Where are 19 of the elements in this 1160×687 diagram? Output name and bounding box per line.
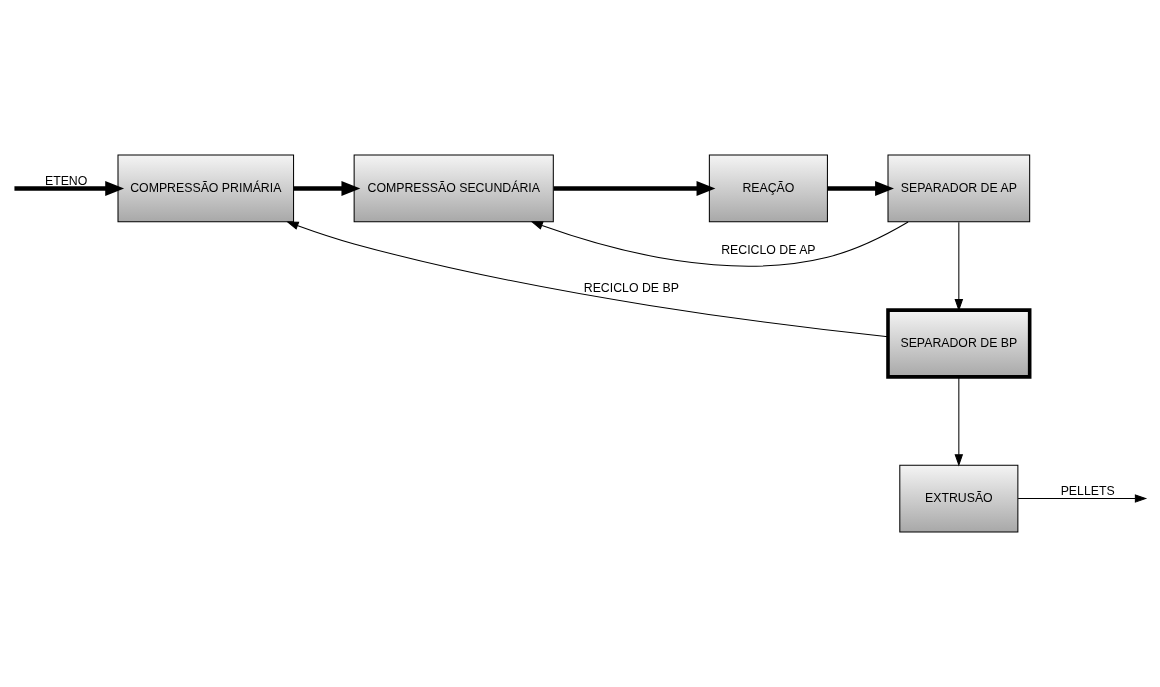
- arrow: [1017, 494, 1148, 503]
- node-box: REAÇÃO: [708, 154, 828, 223]
- node-box: SEPARADOR DE AP: [887, 154, 1031, 223]
- arrow: [954, 376, 964, 467]
- node-box: SEPARADOR DE BP: [886, 308, 1032, 379]
- arrow: [530, 221, 909, 267]
- arrow: [14, 181, 125, 196]
- node-box: EXTRUSÃO: [899, 464, 1019, 533]
- arrow: [954, 221, 964, 312]
- arrow: [827, 181, 894, 196]
- arrow: [293, 181, 361, 196]
- edge-label: ETENO: [44, 173, 88, 188]
- node-box: COMPRESSÃO SECUNDÁRIA: [353, 154, 554, 223]
- edge-label: RECICLO DE BP: [583, 280, 679, 295]
- arrow: [286, 221, 889, 338]
- edge-label: RECICLO DE AP: [721, 242, 816, 257]
- edge-label: PELLETS: [1060, 484, 1115, 499]
- node-box: COMPRESSÃO PRIMÁRIA: [117, 154, 295, 223]
- arrow: [553, 181, 716, 196]
